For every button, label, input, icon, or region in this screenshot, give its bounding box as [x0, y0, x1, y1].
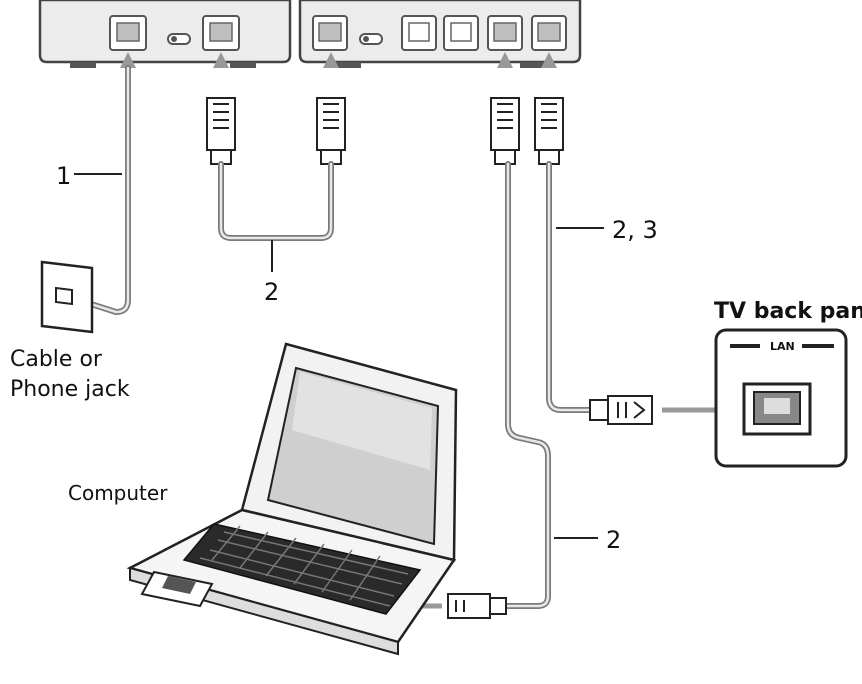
router-switch — [359, 33, 383, 45]
tv-lan-label: LAN — [770, 340, 795, 353]
tv-panel-title: TV back panel — [714, 299, 862, 324]
plug-router-computer — [490, 97, 520, 165]
label-jack-line2: Phone jack — [10, 377, 130, 402]
plug-router-tv — [534, 97, 564, 165]
touchpad-icon — [140, 570, 214, 608]
plug-tv-side — [589, 395, 653, 425]
router-lan-port-4 — [531, 15, 567, 51]
router-lan-port-3 — [487, 15, 523, 51]
modem-device — [38, 0, 292, 68]
modem-port-2 — [202, 15, 240, 51]
plug-left — [206, 97, 236, 165]
label-cable-23: 2, 3 — [612, 216, 658, 244]
laptop-computer — [126, 342, 458, 656]
cable-2-modem-router — [206, 52, 346, 241]
router-wan-port — [312, 15, 348, 51]
plug-computer-side — [447, 593, 507, 619]
wall-jack — [40, 260, 94, 334]
router-device — [298, 0, 582, 68]
label-computer: Computer — [68, 481, 168, 505]
label-cable-2-bottom: 2 — [606, 526, 621, 554]
modem-port-1 — [109, 15, 147, 51]
label-cable-1: 1 — [56, 162, 71, 190]
router-lan-port-2 — [443, 15, 479, 51]
modem-switch — [167, 33, 191, 45]
router-lan-port-1 — [401, 15, 437, 51]
tv-back-panel — [714, 328, 848, 468]
plug-right — [316, 97, 346, 165]
label-cable-2-top: 2 — [264, 278, 279, 306]
tv-lan-port — [742, 382, 812, 436]
label-jack-line1: Cable or — [10, 347, 103, 372]
